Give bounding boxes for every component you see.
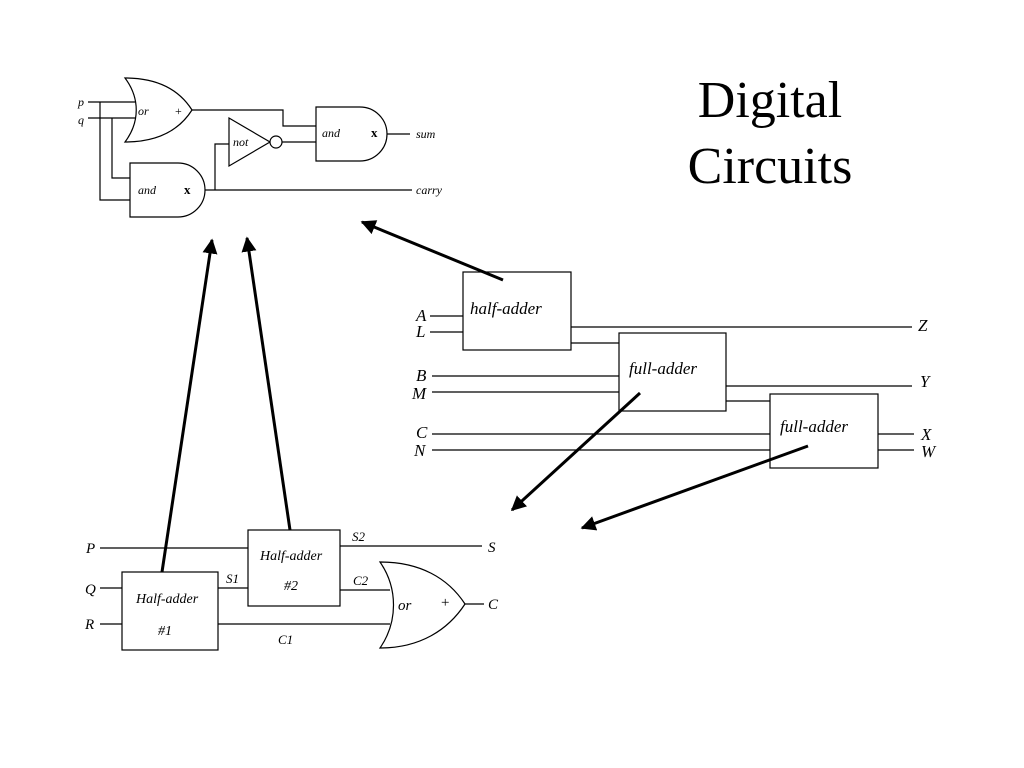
arrow-half-adder-2-to-gates bbox=[241, 236, 292, 531]
and-gate-bottom-label: and bbox=[138, 183, 157, 197]
or-output-wire bbox=[192, 109, 316, 127]
wire-label-s1: S1 bbox=[226, 571, 239, 586]
or-gate-big-symbol: + bbox=[441, 595, 449, 611]
half-adder-2-number: #2 bbox=[284, 579, 298, 594]
full2-input-wires bbox=[432, 433, 770, 451]
title-line-1: Digital bbox=[697, 72, 843, 129]
full2-output-wires bbox=[878, 433, 914, 451]
input-wires-pq bbox=[88, 101, 135, 119]
and-gate-top-symbol: x bbox=[371, 125, 378, 140]
wire-label-s2: S2 bbox=[352, 529, 366, 544]
output-label-c-big: C bbox=[488, 597, 499, 613]
half-adder-1-label: Half-adder bbox=[135, 592, 199, 607]
input-label-q-big: Q bbox=[85, 582, 96, 598]
output-label-sum: sum bbox=[416, 127, 436, 141]
wire-label-c2: C2 bbox=[353, 573, 369, 588]
half-adder-block-label: half-adder bbox=[470, 299, 542, 318]
or-gate-big bbox=[378, 561, 466, 649]
or-gate-symbol: + bbox=[175, 104, 182, 118]
full-adder-block-2-label: full-adder bbox=[780, 417, 848, 436]
and-gate-top-label: and bbox=[322, 126, 341, 140]
or-gate-big-label: or bbox=[398, 598, 412, 614]
input-label-p-big: P bbox=[85, 541, 95, 557]
half-adder-2-block bbox=[247, 529, 341, 607]
output-label-carry: carry bbox=[416, 183, 443, 197]
input-label-r-big: R bbox=[84, 617, 94, 633]
carry-to-not-wire bbox=[214, 143, 229, 190]
or-gate-label: or bbox=[138, 104, 149, 118]
or-gate bbox=[123, 77, 193, 143]
not-gate-bubble bbox=[269, 135, 283, 149]
input-label-a: A bbox=[415, 306, 427, 325]
input-branch-wires bbox=[99, 102, 130, 201]
relationship-arrows bbox=[160, 220, 809, 573]
input-label-q: q bbox=[78, 113, 84, 127]
full-adder-block-1-label: full-adder bbox=[629, 359, 697, 378]
half-adder-1-block bbox=[121, 571, 219, 651]
slide-title: Digital Circuits bbox=[640, 68, 900, 200]
adder-chain: A L B M C N half-adder full-adder full-a… bbox=[411, 271, 937, 469]
input-label-b: B bbox=[416, 366, 427, 385]
output-label-y: Y bbox=[920, 372, 931, 391]
title-line-2: Circuits bbox=[687, 138, 853, 195]
output-label-s-big: S bbox=[488, 540, 496, 556]
full-adder-block-1 bbox=[618, 332, 727, 412]
input-label-p: p bbox=[77, 95, 84, 109]
input-label-c: C bbox=[416, 423, 428, 442]
and-gate-bottom bbox=[129, 162, 206, 218]
arrow-half-adder-1-to-gates bbox=[160, 238, 218, 573]
half-adder-block bbox=[462, 271, 572, 351]
half-adder-1-number: #1 bbox=[158, 624, 172, 639]
arrow-full-adder-1-to-bottom bbox=[510, 391, 642, 512]
qr-wires bbox=[100, 587, 122, 625]
gate-level-half-adder: p q or + and x not and x bbox=[77, 77, 443, 218]
half-adder-input-wires bbox=[430, 315, 463, 333]
not-gate bbox=[228, 116, 272, 168]
output-label-z: Z bbox=[918, 316, 928, 335]
half-adder-2-label: Half-adder bbox=[259, 549, 323, 564]
input-label-l: L bbox=[415, 322, 425, 341]
full-adder-block-2 bbox=[769, 393, 879, 469]
full-adder-from-half-adders: P Q R Half-adder #1 Half-adder #2 or + S… bbox=[84, 529, 499, 651]
full1-input-wires bbox=[432, 375, 619, 393]
output-label-w: W bbox=[921, 442, 937, 461]
not-gate-label: not bbox=[233, 135, 249, 149]
input-label-n: N bbox=[413, 441, 427, 460]
input-label-m: M bbox=[411, 384, 427, 403]
and-gate-top bbox=[315, 106, 388, 162]
and-gate-bottom-symbol: x bbox=[184, 182, 191, 197]
arrow-full-adder-2-to-bottom bbox=[580, 444, 809, 531]
arrow-half-adder-to-gates bbox=[360, 220, 504, 282]
output-label-x: X bbox=[920, 425, 932, 444]
wire-label-c1: C1 bbox=[278, 632, 293, 647]
